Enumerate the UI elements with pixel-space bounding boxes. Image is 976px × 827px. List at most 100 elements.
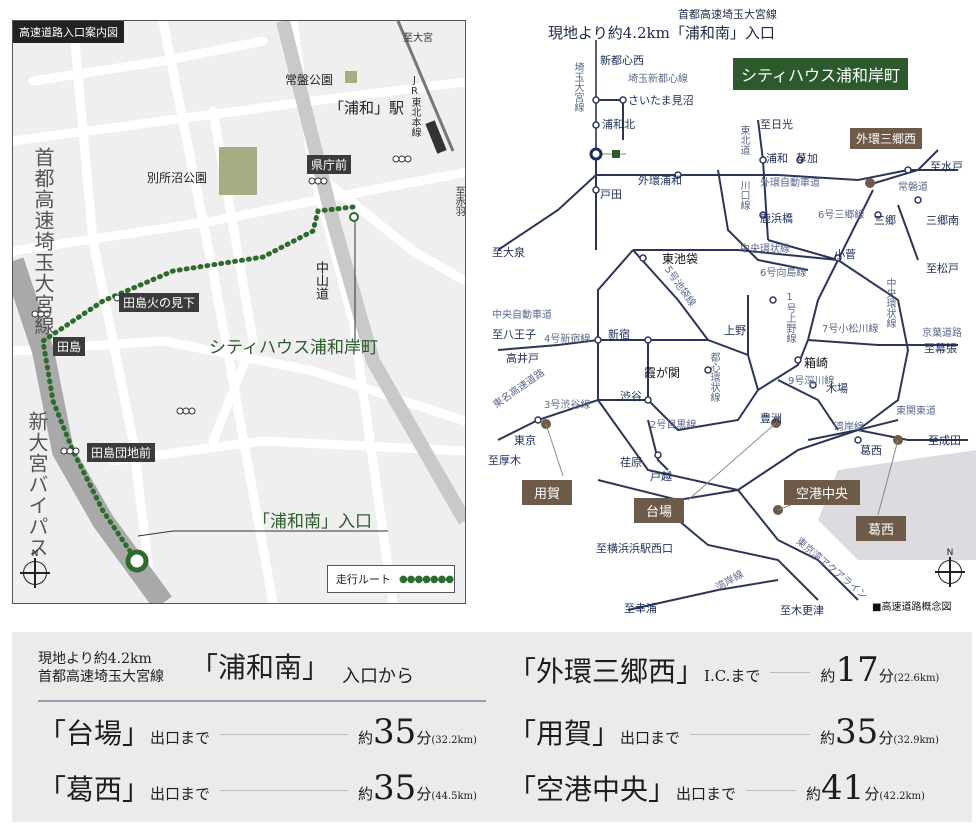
label-to-makuhari: 至幕張 [924,342,957,355]
route-unit: 分 [878,667,894,685]
express-site-box: シティハウス浦和岸町 [733,58,909,90]
ic-gaikan-misato-nishi [865,178,875,188]
summary-origin-name: 「浦和南」 [190,651,331,684]
route-km: (42.2km) [879,791,925,802]
route-leader-line [220,790,349,791]
urawa-station-mark [425,120,447,154]
label-kahama-bashi: 鹿浜橋 [760,212,793,225]
label-saitama-omiya-sen: 埼玉大宮線 [572,62,583,112]
label-tajima-danchi-mae: 田島団地前 [87,443,156,462]
label-chuo-kanjo-kita: 中央環状線 [740,244,790,255]
route-about: 約 [820,667,836,685]
route-km: (32.2km) [431,735,477,746]
tokiwa-park-shape [345,71,357,83]
label-to-hachioji: 至八王子 [492,328,536,341]
label-to-akabane: 至赤羽 [453,186,464,216]
label-misato: 三郷 [874,214,896,227]
label-kencho-mae: 県庁前 [307,155,352,174]
route-minutes: 35 [373,712,417,752]
route-row-daiba: 「台場」 出口まで 約 35 分 (32.2km) [38,712,477,752]
route-suffix: 出口まで [620,729,681,747]
label-to-atsugi: 至厚木 [488,454,521,467]
travel-time-summary: 現地より約4.2km 首都高速埼玉大宮線 「浦和南」 入口から 「外環三郷西」 … [12,632,972,822]
label-kasai: 葛西 [860,444,882,457]
label-shin-toshin-nishi: 新都心西 [600,54,644,67]
label-gaikan-jidosha: 外環自動車道 [760,178,820,189]
label-kiba: 木場 [826,382,848,395]
label-to-mito: 至水戸 [930,160,963,173]
label-toyosu: 豊洲 [760,412,782,425]
route-row-kasai: 「葛西」 出口まで 約 35 分 (44.5km) [38,768,477,808]
label-wangan-sen: 湾岸線 [834,422,864,433]
label-mukojima-sen6: 6号向島線 [760,268,807,279]
label-soka: 草加 [796,152,818,165]
label-tajima-hi-no-mishita: 田島火の見下 [119,293,200,312]
label-jr-line: JR東北本線 [409,75,420,137]
label-togoshi: 戸越 [650,470,672,483]
label-ebara: 荏原 [620,456,642,469]
route-row-kuko-chuo: 「空港中央」 出口まで 約 41 分 (42.2km) [508,768,925,808]
route-unit: 分 [864,785,880,803]
route-minutes: 35 [373,768,417,808]
label-meguro-sen2: 2号目黒線 [650,420,697,431]
box-kuko-chuo: 空港中央 [784,480,861,505]
route-dest: 「葛西」 [38,773,151,806]
express-header-small: 首都高速埼玉大宮線 [678,8,777,21]
label-to-narita: 至成田 [928,434,961,447]
label-kawaguchi-sen: 川口線 [738,180,749,210]
label-higashi-kanto: 東関東道 [896,406,936,417]
label-saitama-shin-toshin-sen: 埼玉新都心線 [628,74,688,85]
box-yoga: 用賀 [522,480,573,505]
label-komatsugawa-sen7: 7号小松川線 [822,324,879,335]
label-to-nikko: 至日光 [760,118,793,131]
route-leader-line [770,672,811,673]
label-to-kisarazu: 至木更津 [780,604,824,617]
site-marker [349,212,359,222]
box-gaikan-misato-nishi: 外環三郷西 [850,128,923,149]
summary-origin-line1: 現地より約4.2km [38,651,152,667]
route-minutes: 17 [835,650,879,690]
bay-area-shape [818,450,976,560]
label-tokiwa-park: 常盤公園 [285,73,334,87]
local-map-roads [13,21,465,603]
label-to-omiya: 至大宮 [403,33,433,44]
label-to-oizumi: 至大泉 [492,246,525,259]
bessho-park-shape [219,147,257,195]
route-suffix: 出口まで [150,785,211,803]
route-suffix: 出口まで [150,729,211,747]
route-about: 約 [358,785,374,803]
label-hakozaki: 箱崎 [804,356,829,370]
route-leader-line [690,734,811,735]
summary-origin-line2: 首都高速埼玉大宮線 [38,669,164,685]
express-header-main: 現地より約4.2km「浦和南」入口 [548,24,775,42]
label-chuo-kanjo-east: 中央環状線 [884,278,895,328]
label-site: シティハウス浦和岸町 [209,338,378,358]
label-kosuge: 小菅 [834,248,856,261]
label-takaido: 高井戸 [506,352,539,365]
label-urawa-station: 「浦和」駅 [329,99,405,117]
label-gaikan-urawa: 外環浦和 [638,174,682,187]
label-misato-minami: 三郷南 [926,214,959,227]
route-unit: 分 [878,729,894,747]
label-to-matsudo: 至松戸 [926,262,959,275]
label-ueno: 上野 [724,324,746,337]
label-ueno-sen1: 1号上野線 [784,292,795,343]
label-saitama-minuma: さいたま見沼 [628,94,694,107]
local-map-title: 高速道路入口案内図 [13,21,124,43]
route-about: 約 [820,729,836,747]
label-to-yokohama: 至横浜浜駅西口 [596,542,673,555]
route-dest: 「空港中央」 [508,773,677,806]
route-unit: 分 [416,729,432,747]
route-dest: 「用賀」 [508,717,621,750]
route-km: (32.9km) [893,735,939,746]
legend-dots-icon: ●●●●●●● [399,573,454,585]
route-about: 約 [806,785,822,803]
label-shibuya-sen3: 3号渋谷線 [544,400,591,411]
express-caption: ■高速道路概念図 [872,602,952,613]
label-keiyo-doro: 京葉道路 [922,328,962,339]
label-tokyo: 東京 [514,434,536,447]
route-km: (22.6km) [893,673,940,684]
route-minutes: 41 [821,768,865,808]
label-bessho-park: 別所沼公園 [147,171,208,185]
route-legend: 走行ルート ●●●●●●● [327,565,455,593]
